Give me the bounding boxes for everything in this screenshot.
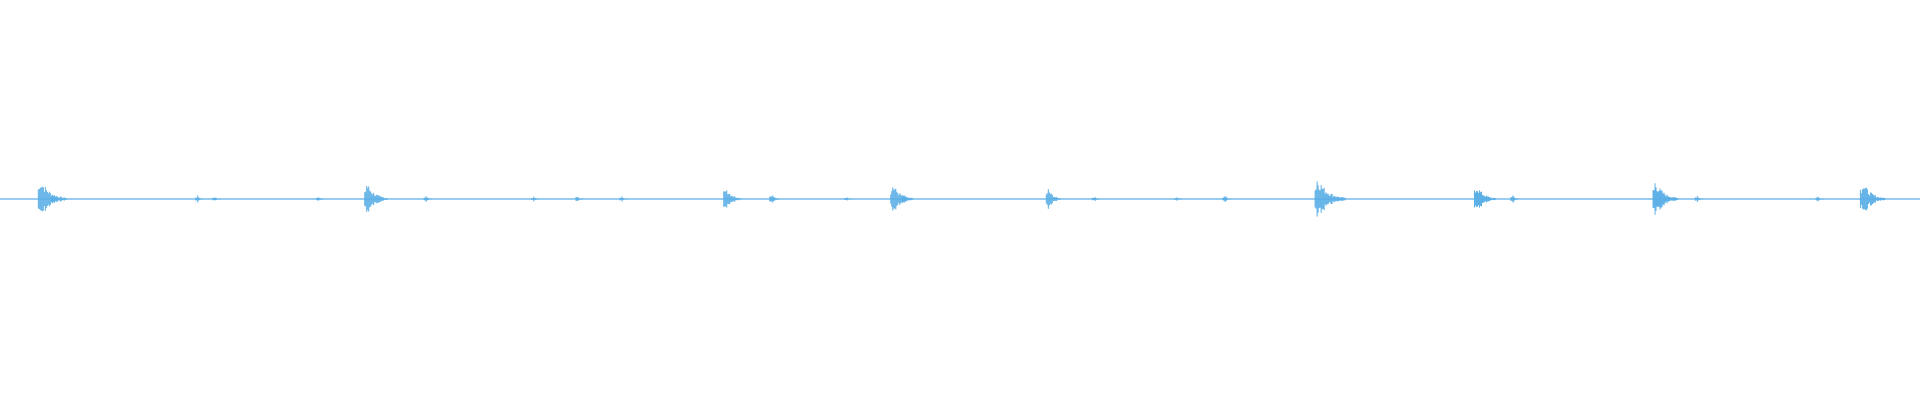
waveform-burst bbox=[575, 197, 584, 201]
waveform-burst bbox=[1815, 196, 1824, 202]
waveform-burst bbox=[1222, 196, 1231, 202]
waveform-burst bbox=[1694, 196, 1703, 202]
waveform-layer bbox=[0, 181, 1920, 217]
waveform-burst bbox=[901, 195, 910, 203]
waveform-burst bbox=[1510, 195, 1519, 203]
waveform-burst bbox=[51, 196, 60, 202]
waveform-burst bbox=[769, 195, 780, 203]
waveform-burst bbox=[1045, 189, 1062, 209]
waveform-burst bbox=[723, 190, 743, 208]
waveform-burst bbox=[1091, 197, 1100, 201]
waveform-burst bbox=[1652, 183, 1679, 215]
waveform-burst bbox=[1473, 190, 1496, 208]
waveform-burst bbox=[619, 196, 628, 202]
waveform-burst bbox=[1174, 197, 1183, 201]
waveform-burst bbox=[364, 185, 389, 213]
waveform-burst bbox=[1859, 187, 1886, 211]
waveform-burst bbox=[195, 195, 204, 203]
waveform-burst bbox=[1314, 181, 1346, 217]
waveform-burst bbox=[423, 196, 432, 202]
waveform-burst bbox=[844, 197, 853, 201]
waveform-burst bbox=[212, 197, 221, 201]
waveform-burst bbox=[531, 196, 540, 202]
waveform-burst bbox=[316, 197, 325, 201]
